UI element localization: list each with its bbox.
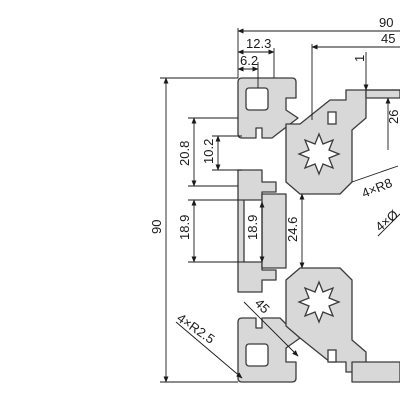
dim-inner-slot-height: 18.9	[245, 215, 260, 240]
side-slot-top	[327, 111, 337, 125]
dimension-labels: 90 45 12.3 6.2 1 26 90 20.8 10.2 18.9 18…	[149, 15, 400, 347]
dim-hole-note-partial: 4×Ø	[372, 207, 400, 235]
center-bore-top	[297, 132, 341, 176]
dim-core-span: 24.6	[285, 217, 300, 242]
hub-bottom	[285, 267, 367, 373]
dim-top-right-width: 45	[381, 31, 395, 46]
dim-slot-offset: 12.3	[246, 36, 271, 51]
side-slot-bottom	[327, 349, 337, 363]
dim-left-slot-height: 18.9	[177, 215, 192, 240]
core-link	[261, 193, 287, 269]
dim-overall-height: 90	[149, 220, 164, 234]
dim-slot-neck: 10.2	[201, 139, 216, 164]
bottom-right-edge	[351, 361, 400, 383]
slot-window-bottom-left	[245, 343, 269, 367]
slot-window-top-left	[245, 87, 269, 111]
center-bore-bottom	[297, 280, 341, 324]
dimension-lines	[160, 28, 400, 383]
hub-top	[285, 89, 367, 195]
top-right-edge	[365, 89, 400, 99]
dim-right-side-partial: 26	[386, 110, 400, 124]
dim-overall-width: 90	[379, 15, 393, 30]
dim-corner-radius-r8: 4×R8	[360, 175, 395, 201]
dim-corner-radius-r25: 4×R2.5	[174, 310, 217, 347]
dim-wall-thickness: 1	[352, 55, 367, 62]
dim-slot-group-height: 20.8	[177, 141, 192, 166]
dim-slot-opening: 6.2	[240, 53, 258, 68]
